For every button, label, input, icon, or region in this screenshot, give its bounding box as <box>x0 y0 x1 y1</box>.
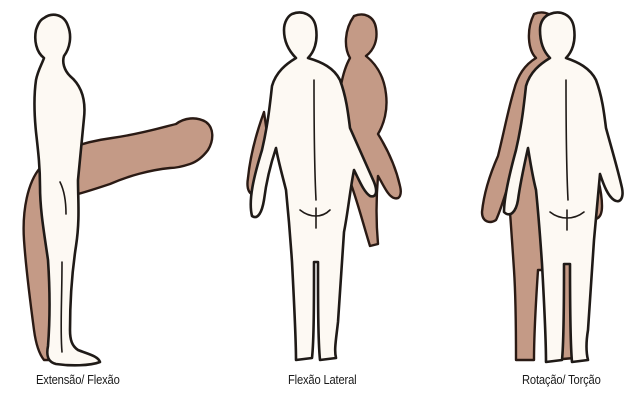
rotation-torsion-illustration: Rotação/ Torção <box>426 0 626 399</box>
extension-flexion-illustration: Extensão/ Flexão <box>0 0 226 399</box>
extension-flexion-figure <box>0 0 226 399</box>
rotation-torsion-figure <box>426 0 626 399</box>
lateral-flexion-illustration: Flexão Lateral <box>226 0 426 399</box>
caption-extension-flexion: Extensão/ Flexão <box>36 372 120 387</box>
lateral-flexion-figure <box>226 0 426 399</box>
leg-line <box>61 262 62 352</box>
caption-rotation-torsion: Rotação/ Torção <box>522 372 601 387</box>
caption-lateral-flexion: Flexão Lateral <box>288 372 356 387</box>
